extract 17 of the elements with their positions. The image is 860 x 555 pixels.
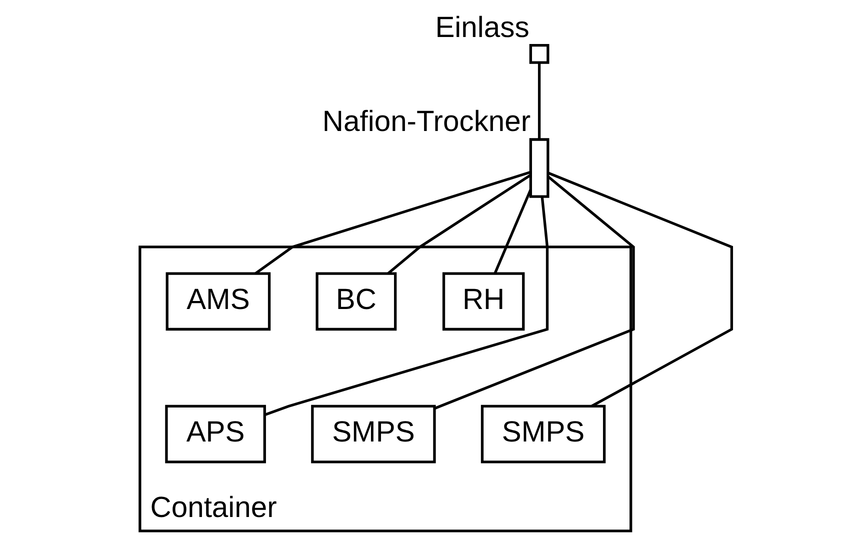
node-box: BC — [315, 272, 396, 331]
connector — [264, 196, 548, 416]
connector — [493, 189, 532, 274]
node-box: RH — [442, 272, 524, 331]
connector — [254, 170, 530, 275]
node-label: Einlass — [434, 12, 529, 44]
connector — [537, 62, 540, 140]
node-box: SMPS — [480, 404, 606, 464]
connector — [547, 172, 733, 408]
node-box — [528, 138, 549, 198]
connector — [386, 174, 531, 275]
node-box — [528, 44, 549, 64]
connector — [434, 176, 634, 410]
node-box: AMS — [165, 272, 270, 331]
node-box: SMPS — [310, 404, 436, 464]
node-label: Nafion-Trockner — [322, 106, 530, 138]
node-box: APS — [164, 404, 266, 464]
